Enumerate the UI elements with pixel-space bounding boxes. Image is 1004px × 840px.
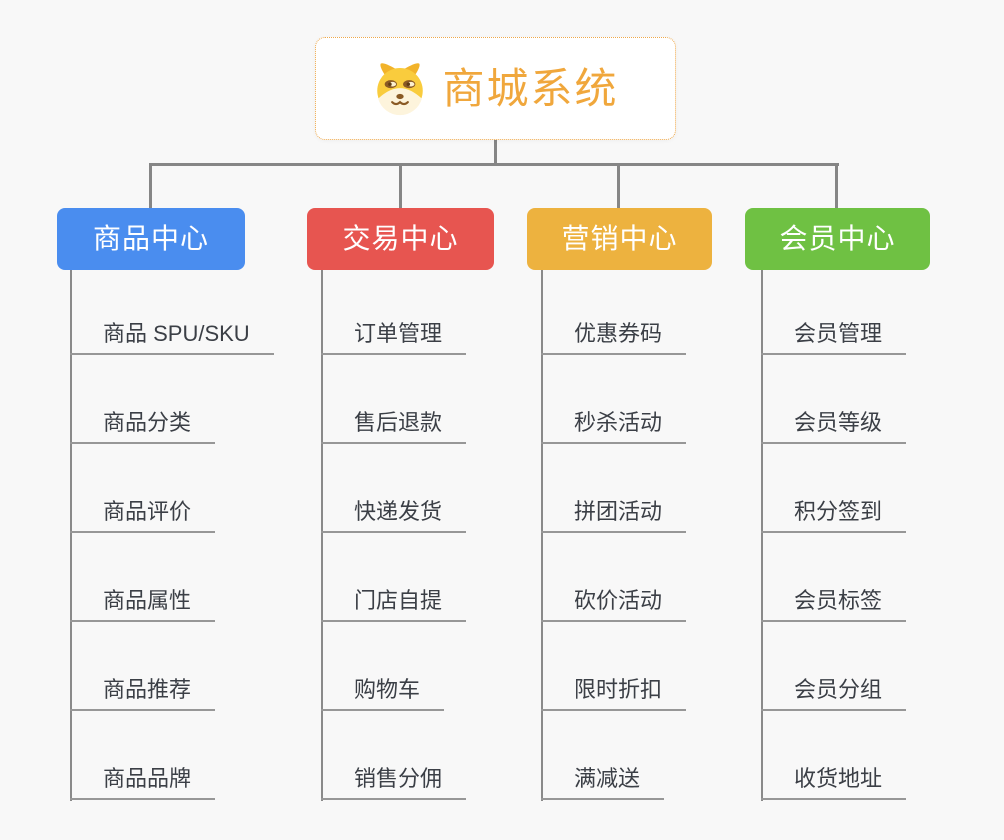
leaf-node[interactable]: 满减送: [541, 711, 686, 800]
leaf-node[interactable]: 商品 SPU/SKU: [70, 266, 274, 355]
leaf-label: 门店自提: [321, 587, 467, 622]
leaf-node[interactable]: 商品推荐: [70, 622, 274, 711]
leaf-label: 商品 SPU/SKU: [70, 320, 274, 355]
leaf-node[interactable]: 会员等级: [761, 355, 907, 444]
root-label: 商城系统: [442, 64, 619, 112]
leaf-label: 收货地址: [761, 765, 907, 800]
leaf-node[interactable]: 快递发货: [321, 444, 467, 533]
leaf-node[interactable]: 拼团活动: [541, 444, 687, 533]
leaf-node[interactable]: 订单管理: [321, 266, 467, 355]
leaf-label: 购物车: [321, 676, 445, 711]
branch-header-label: 营销中心: [561, 223, 678, 254]
leaf-label: 快递发货: [321, 498, 467, 533]
leaf-node[interactable]: 限时折扣: [541, 622, 687, 711]
branch-bus-line: [149, 163, 839, 166]
leaf-node[interactable]: 商品属性: [70, 533, 274, 622]
leaf-label: 拼团活动: [541, 498, 687, 533]
leaf-node[interactable]: 积分签到: [761, 444, 907, 533]
branch-items-marketing-center: 优惠券码秒杀活动拼团活动砍价活动限时折扣满减送: [541, 266, 687, 800]
leaf-label: 秒杀活动: [541, 409, 687, 444]
leaf-label: 商品属性: [70, 587, 216, 622]
leaf-label: 会员分组: [761, 676, 907, 711]
leaf-label: 商品推荐: [70, 676, 216, 711]
leaf-node[interactable]: 砍价活动: [541, 533, 687, 622]
leaf-node[interactable]: 会员标签: [761, 533, 907, 622]
leaf-label: 优惠券码: [541, 320, 687, 355]
leaf-node[interactable]: 收货地址: [761, 711, 907, 800]
branch-header-label: 商品中心: [92, 223, 209, 254]
leaf-label: 商品品牌: [70, 765, 216, 800]
root-node[interactable]: 商城系统: [315, 37, 676, 140]
branch-drop-line: [399, 164, 402, 209]
branch-items-member-center: 会员管理会员等级积分签到会员标签会员分组收货地址: [761, 266, 907, 800]
branch-spine-line: [321, 270, 323, 801]
leaf-label: 商品评价: [70, 498, 216, 533]
leaf-node[interactable]: 销售分佣: [321, 711, 467, 800]
leaf-label: 会员等级: [761, 409, 907, 444]
leaf-label: 销售分佣: [321, 765, 467, 800]
branch-header-product-center[interactable]: 商品中心: [57, 208, 245, 270]
leaf-label: 限时折扣: [541, 676, 687, 711]
branch-header-label: 交易中心: [342, 223, 459, 254]
branch-spine-line: [761, 270, 763, 801]
branch-spine-line: [541, 270, 543, 801]
leaf-label: 会员管理: [761, 320, 907, 355]
leaf-node[interactable]: 售后退款: [321, 355, 467, 444]
branch-drop-line: [617, 164, 620, 209]
leaf-label: 积分签到: [761, 498, 907, 533]
leaf-node[interactable]: 秒杀活动: [541, 355, 687, 444]
shiba-dog-icon: [372, 61, 428, 117]
branch-drop-line: [835, 164, 838, 209]
branch-header-label: 会员中心: [779, 223, 896, 254]
leaf-label: 会员标签: [761, 587, 907, 622]
leaf-node[interactable]: 门店自提: [321, 533, 467, 622]
leaf-label: 售后退款: [321, 409, 467, 444]
leaf-node[interactable]: 会员分组: [761, 622, 907, 711]
branch-header-trade-center[interactable]: 交易中心: [307, 208, 494, 270]
leaf-label: 砍价活动: [541, 587, 687, 622]
leaf-label: 商品分类: [70, 409, 216, 444]
leaf-node[interactable]: 会员管理: [761, 266, 907, 355]
branch-drop-line: [149, 164, 152, 209]
branch-header-member-center[interactable]: 会员中心: [745, 208, 930, 270]
root-connector-line: [494, 140, 497, 164]
leaf-label: 订单管理: [321, 320, 467, 355]
leaf-node[interactable]: 商品分类: [70, 355, 274, 444]
branch-header-marketing-center[interactable]: 营销中心: [527, 208, 712, 270]
leaf-label: 满减送: [541, 765, 665, 800]
leaf-node[interactable]: 优惠券码: [541, 266, 687, 355]
branch-items-product-center: 商品 SPU/SKU 商品分类商品评价商品属性商品推荐商品品牌: [70, 266, 274, 800]
branch-spine-line: [70, 270, 72, 801]
branch-items-trade-center: 订单管理售后退款快递发货门店自提购物车销售分佣: [321, 266, 467, 800]
leaf-node[interactable]: 商品品牌: [70, 711, 274, 800]
leaf-node[interactable]: 购物车: [321, 622, 466, 711]
leaf-node[interactable]: 商品评价: [70, 444, 274, 533]
